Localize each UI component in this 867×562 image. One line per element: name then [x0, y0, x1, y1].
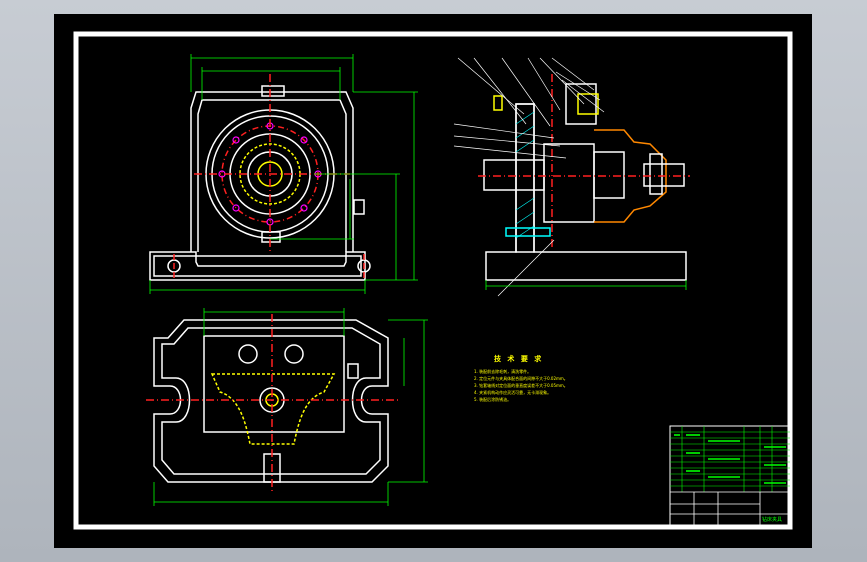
title-block [669, 425, 791, 528]
requirement-line-4: 4. 夹紧机构动作应灵活可靠，无卡滞现象。 [474, 390, 552, 395]
front-view-top-slot [261, 85, 285, 97]
top-view-right-pin [347, 363, 359, 379]
title-block-frame [669, 425, 791, 528]
front-view-right-block [353, 199, 365, 215]
title-block-parts-list [670, 426, 790, 492]
section-view-dimensions [485, 280, 687, 290]
top-view-pocket [203, 335, 345, 433]
front-view-base [149, 251, 366, 281]
section-view-leaders [453, 57, 605, 297]
title-block-cells [670, 491, 790, 527]
technical-requirements: 技 术 要 求 1. 装配前去除毛刺，清洗零件。 2. 定位元件与夹具体配合面的… [474, 354, 674, 403]
section-view-pin [493, 95, 503, 111]
section-view-top-bracket [565, 83, 597, 125]
section-view-nut [593, 151, 625, 199]
section-view-upright [515, 103, 535, 253]
top-view-dimensions [153, 308, 428, 506]
front-view-body [190, 91, 354, 252]
front-view [149, 54, 418, 294]
front-view-dimensions [149, 54, 418, 294]
title-block-text-marks [674, 434, 786, 484]
front-view-bottom-lug [261, 231, 281, 243]
front-view-base-inner [153, 255, 362, 277]
section-view-stud [643, 163, 685, 187]
section-view-top-clamp [577, 93, 599, 115]
top-view-arm [210, 373, 336, 445]
outer-frame [73, 31, 793, 530]
requirement-line-5: 5. 装配后涂防锈油。 [474, 397, 512, 402]
section-view-shaft [483, 159, 545, 191]
technical-requirements-title: 技 术 要 求 [494, 355, 544, 363]
front-view-body-inner [197, 99, 347, 252]
top-view-outline [153, 319, 389, 483]
section-view-hatch [515, 111, 535, 239]
requirement-line-1: 1. 装配前去除毛刺，清洗零件。 [474, 369, 532, 374]
requirement-line-2: 2. 定位元件与夹具体配合面的间隙不大于0.02mm。 [474, 376, 568, 381]
front-view-bolt-holes [218, 122, 322, 226]
top-view [146, 308, 428, 506]
section-view-end-nut [649, 153, 663, 195]
drawing-sheet [73, 31, 793, 530]
top-view-hole-right [284, 344, 304, 364]
title-block-label: 钻床夹具 [762, 517, 783, 523]
top-view-hole-left [238, 344, 258, 364]
top-view-outline-inner [161, 327, 381, 475]
section-view [453, 57, 690, 297]
section-view-bottom-pin [505, 227, 551, 237]
requirement-line-3: 3. 钻套轴线对定位面的垂直度误差不大于0.05mm。 [474, 383, 568, 388]
cad-drawing-canvas: 技 术 要 求 1. 装配前去除毛刺，清洗零件。 2. 定位元件与夹具体配合面的… [54, 14, 812, 548]
